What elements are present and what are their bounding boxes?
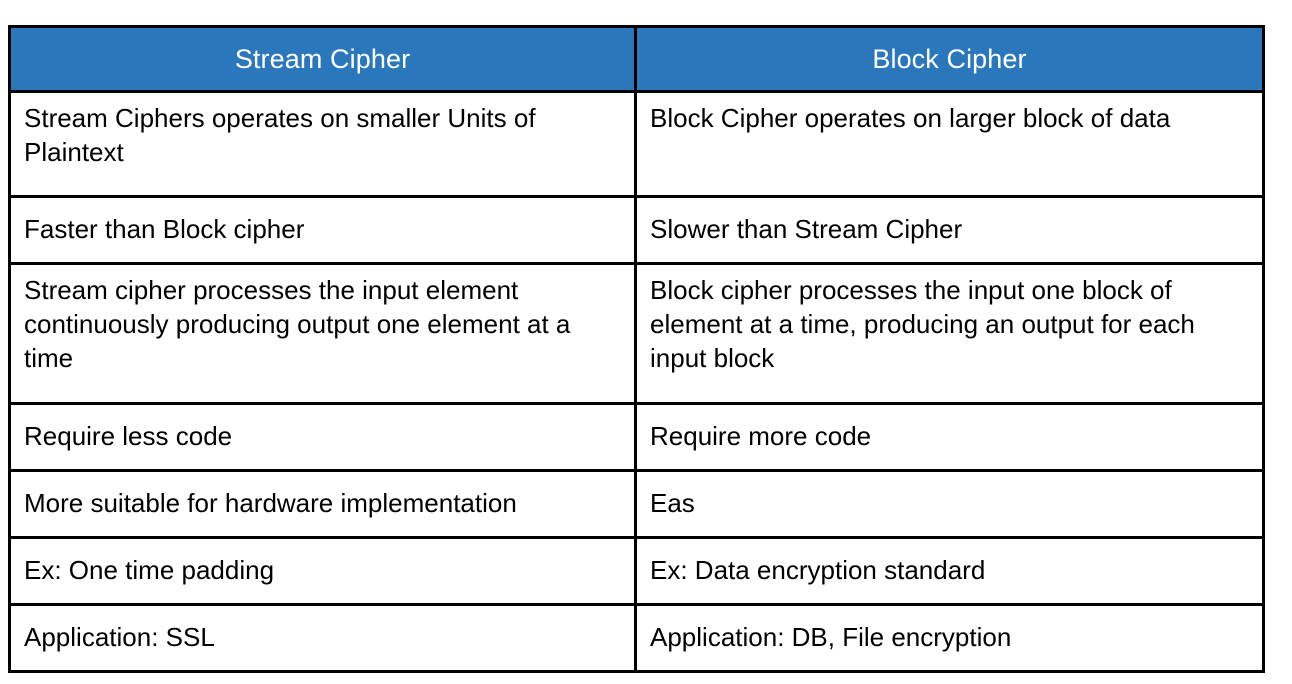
table-row: Require less code Require more code [8, 402, 1265, 472]
cell-stream-row-2: Faster than Block cipher [8, 195, 637, 265]
table-header: Stream Cipher Block Cipher [8, 25, 1265, 93]
table-row: Stream cipher processes the input elemen… [8, 262, 1265, 405]
cell-stream-row-4: Require less code [8, 402, 637, 472]
column-header-block-cipher: Block Cipher [634, 25, 1265, 93]
cell-block-row-2: Slower than Stream Cipher [634, 195, 1265, 265]
cell-block-row-4: Require more code [634, 402, 1265, 472]
cell-stream-row-7: Application: SSL [8, 603, 637, 673]
cell-stream-row-6: Ex: One time padding [8, 536, 637, 606]
cell-block-row-7: Application: DB, File encryption [634, 603, 1265, 673]
cell-block-row-1: Block Cipher operates on larger block of… [634, 90, 1265, 198]
cell-stream-row-3: Stream cipher processes the input elemen… [8, 262, 637, 405]
table-row: Application: SSL Application: DB, File e… [8, 603, 1265, 673]
table-row: More suitable for hardware implementatio… [8, 469, 1265, 539]
table-body: Stream Ciphers operates on smaller Units… [8, 90, 1265, 673]
table-row: Ex: One time padding Ex: Data encryption… [8, 536, 1265, 606]
table-row: Faster than Block cipher Slower than Str… [8, 195, 1265, 265]
cell-block-row-6: Ex: Data encryption standard [634, 536, 1265, 606]
table-row: Stream Ciphers operates on smaller Units… [8, 90, 1265, 198]
cell-stream-row-1: Stream Ciphers operates on smaller Units… [8, 90, 637, 198]
cell-stream-row-5: More suitable for hardware implementatio… [8, 469, 637, 539]
table-header-row: Stream Cipher Block Cipher [8, 25, 1265, 93]
cell-block-row-3: Block cipher processes the input one blo… [634, 262, 1265, 405]
cipher-comparison-table: Stream Cipher Block Cipher Stream Cipher… [8, 25, 1265, 673]
cell-block-row-5: Eas [634, 469, 1265, 539]
column-header-stream-cipher: Stream Cipher [8, 25, 637, 93]
